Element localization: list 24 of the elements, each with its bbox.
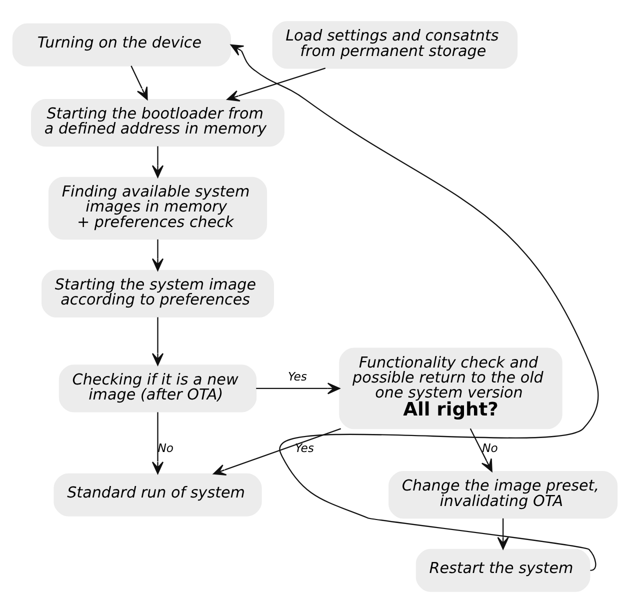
edge-label: Yes xyxy=(288,369,307,384)
arrow xyxy=(152,146,164,178)
arrow xyxy=(152,412,164,474)
edge-label: No xyxy=(482,440,498,455)
node-box: Restart the system xyxy=(416,548,590,592)
arrow xyxy=(497,518,509,550)
node-box: Standard run of system xyxy=(54,473,262,516)
node-box: Functionality check and possible return to the old one system version All right? xyxy=(339,348,562,430)
node-box: Change the image preset, invalidating OTA xyxy=(388,471,618,519)
edge-label: Yes xyxy=(294,440,314,455)
arrow xyxy=(152,317,164,366)
node-box: Finding available system images in memory + preferences check xyxy=(48,176,268,240)
arrow xyxy=(213,428,341,476)
arrow xyxy=(470,428,492,472)
node-box: Checking if it is a new image (after OTA) xyxy=(58,364,257,412)
arrow xyxy=(130,66,148,100)
node-box: Starting the bootloader from a defined address in memory xyxy=(31,98,284,147)
node-box: Starting the system image according to preferences xyxy=(41,270,274,318)
arrow xyxy=(256,382,340,394)
arrow xyxy=(152,239,164,271)
node-box: Load settings and consatnts from permanent storage xyxy=(272,21,518,69)
arrow xyxy=(226,68,326,102)
node-box: Turning on the device xyxy=(12,23,231,66)
arrow xyxy=(230,44,599,571)
